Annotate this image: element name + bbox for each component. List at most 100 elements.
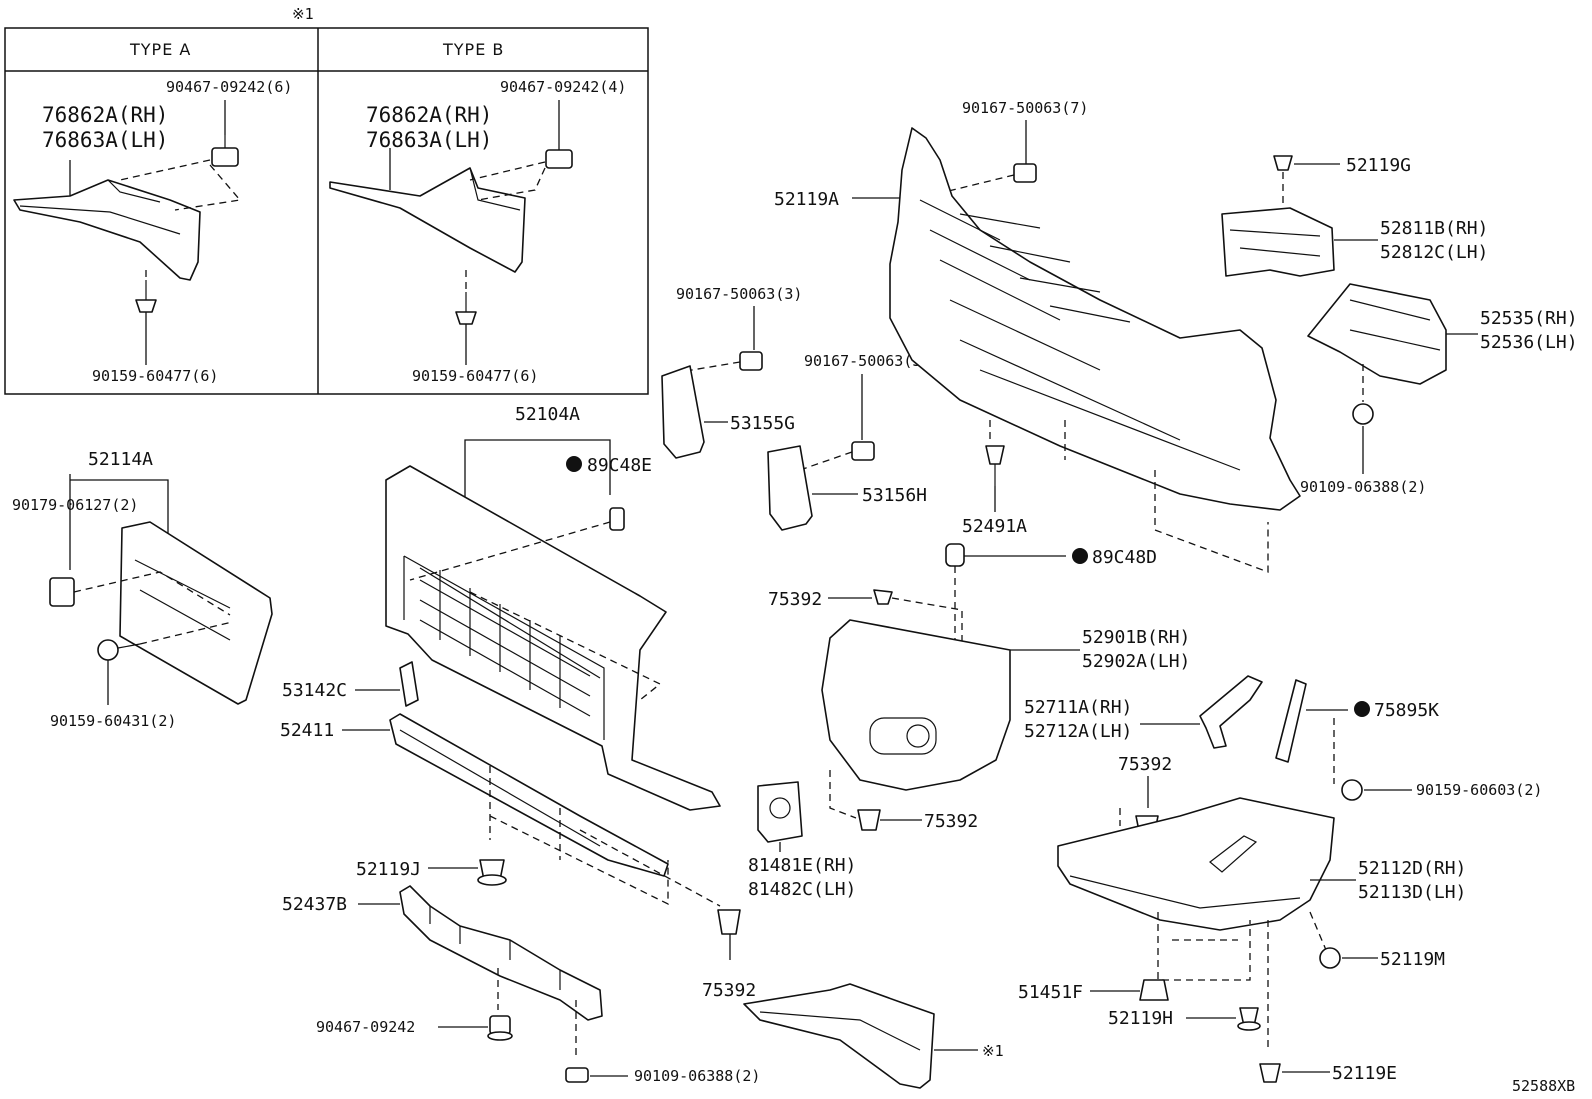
callout-52113D: 52113D(LH) [1358,882,1466,903]
bumper-extension [1057,797,1335,931]
type-a-header: TYPE A [129,40,191,59]
callout-52119J: 52119J [356,859,421,880]
bumper-reinforcement [889,127,1301,511]
callout-53155G: 53155G [730,413,795,434]
clip-52119G [1273,155,1293,171]
clip-52491A [985,445,1005,486]
type-a-screw-bottom [135,280,157,313]
type-b-mudguard [329,167,526,273]
callout-52901B: 52901B(RH) [1082,627,1190,648]
bolt-90167-b [851,441,875,461]
callout-52711A: 52711A(RH) [1024,697,1132,718]
type-b-part-lh-label: 76863A(LH) [366,128,492,152]
type-b-header: TYPE B [442,40,504,59]
bolt-52119M [1319,947,1341,969]
callout-52491A: 52491A [962,516,1027,537]
center-cover [821,619,1011,791]
bracket-53155G [661,365,705,459]
clip-52119J [477,859,507,886]
license-plate-bracket [119,521,273,705]
clip-89C48D [945,543,965,567]
lower-grille-52411 [389,713,669,877]
callout-52902A: 52902A(LH) [1082,651,1190,672]
molding-75895K [1275,679,1307,763]
callout-89C48E: 89C48E [587,455,652,476]
clip-75392-b [857,809,881,831]
callout-90109-06388-bottom: 90109-06388(2) [634,1067,760,1085]
type-b-screw-bottom [455,292,477,325]
callout-52119G: 52119G [1346,155,1411,176]
type-b-bolt-bottom-label: 90159-60477(6) [412,367,538,385]
callout-90159-60603: 90159-60603(2) [1416,781,1542,799]
bolt-90159-60431 [97,639,141,661]
callout-90167-50063-a: 90167-50063(3) [676,285,802,303]
callout-53142C: 53142C [282,680,347,701]
bolt-90109-top [1352,403,1374,425]
callout-52119A: 52119A [774,189,839,210]
clip-90179 [49,577,75,607]
bolt-90159-60603 [1341,779,1363,801]
clip-89C48E [609,507,625,531]
callout-90179-06127: 90179-06127(2) [12,496,138,514]
callout-52437B: 52437B [282,894,347,915]
callout-52811B: 52811B(RH) [1380,218,1488,239]
callout-52411: 52411 [280,720,334,741]
callout-52119E: 52119E [1332,1063,1397,1084]
bottom-mudguard [743,983,935,1089]
new-part-dot [566,456,582,472]
callout-52712A: 52712A(LH) [1024,721,1132,742]
callout-52812C: 52812C(LH) [1380,242,1488,263]
callout-75392-b: 75392 [924,811,978,832]
type-a-bolt-top [211,135,239,167]
callout-75392-c: 75392 [702,980,756,1001]
figure-code: 52588XB [1512,1077,1575,1095]
insert-53142C [399,661,419,707]
type-b-bolt-top [545,149,573,169]
callout-52104A: 52104A [515,404,580,425]
type-a-bolt-bottom-label: 90159-60477(6) [92,367,218,385]
bracket-53156H [767,445,813,531]
type-a-part-rh-label: 76862A(RH) [42,103,168,127]
bracket-52811B [1221,207,1335,277]
cover-81481E [757,781,803,843]
callout-52119H: 52119H [1108,1008,1173,1029]
absorber-52437B [399,885,603,1021]
bracket-52711A [1199,675,1263,749]
clip-52119H [1237,1007,1261,1031]
callout-90167-50063-b: 90167-50063(3) [804,352,930,370]
callout-note-bottom: ※1 [982,1042,1004,1060]
type-a-part-lh-label: 76863A(LH) [42,128,168,152]
callout-52114A: 52114A [88,449,153,470]
callout-75392-d: 75392 [1118,754,1172,775]
type-a-mudguard [13,179,201,281]
callout-52536: 52536(LH) [1480,332,1578,353]
type-b-bolt-top-label: 90467-09242(4) [500,78,626,96]
clip-51451F [1139,979,1169,1001]
inset-note-mark: ※1 [292,5,314,23]
callout-90167-50063-c: 90167-50063(7) [962,99,1088,117]
callout-75392-a: 75392 [768,589,822,610]
callout-53156H: 53156H [862,485,927,506]
bolt-90167-a [739,351,763,371]
callout-90159-60431: 90159-60431(2) [50,712,176,730]
callout-90467-09242: 90467-09242 [316,1018,415,1036]
clip-90467-09242 [487,1015,513,1041]
type-b-part-rh-label: 76862A(RH) [366,103,492,127]
clip-75392-c [717,909,741,935]
screw-52119E [1259,1063,1281,1083]
callout-81482C: 81482C(LH) [748,879,856,900]
new-part-dot-3 [1354,701,1370,717]
callout-52535: 52535(RH) [1480,308,1578,329]
callout-51451F: 51451F [1018,982,1083,1003]
callout-52119M: 52119M [1380,949,1445,970]
callout-52112D: 52112D(RH) [1358,858,1466,879]
bolt-90109-bottom [565,1067,589,1083]
callout-81481E: 81481E(RH) [748,855,856,876]
callout-75895K: 75895K [1374,700,1439,721]
callout-89C48D: 89C48D [1092,547,1157,568]
callout-90109-06388-top: 90109-06388(2) [1300,478,1426,496]
bracket-52535 [1307,283,1447,385]
new-part-dot-2 [1072,548,1088,564]
clip-75392-a [873,589,893,605]
